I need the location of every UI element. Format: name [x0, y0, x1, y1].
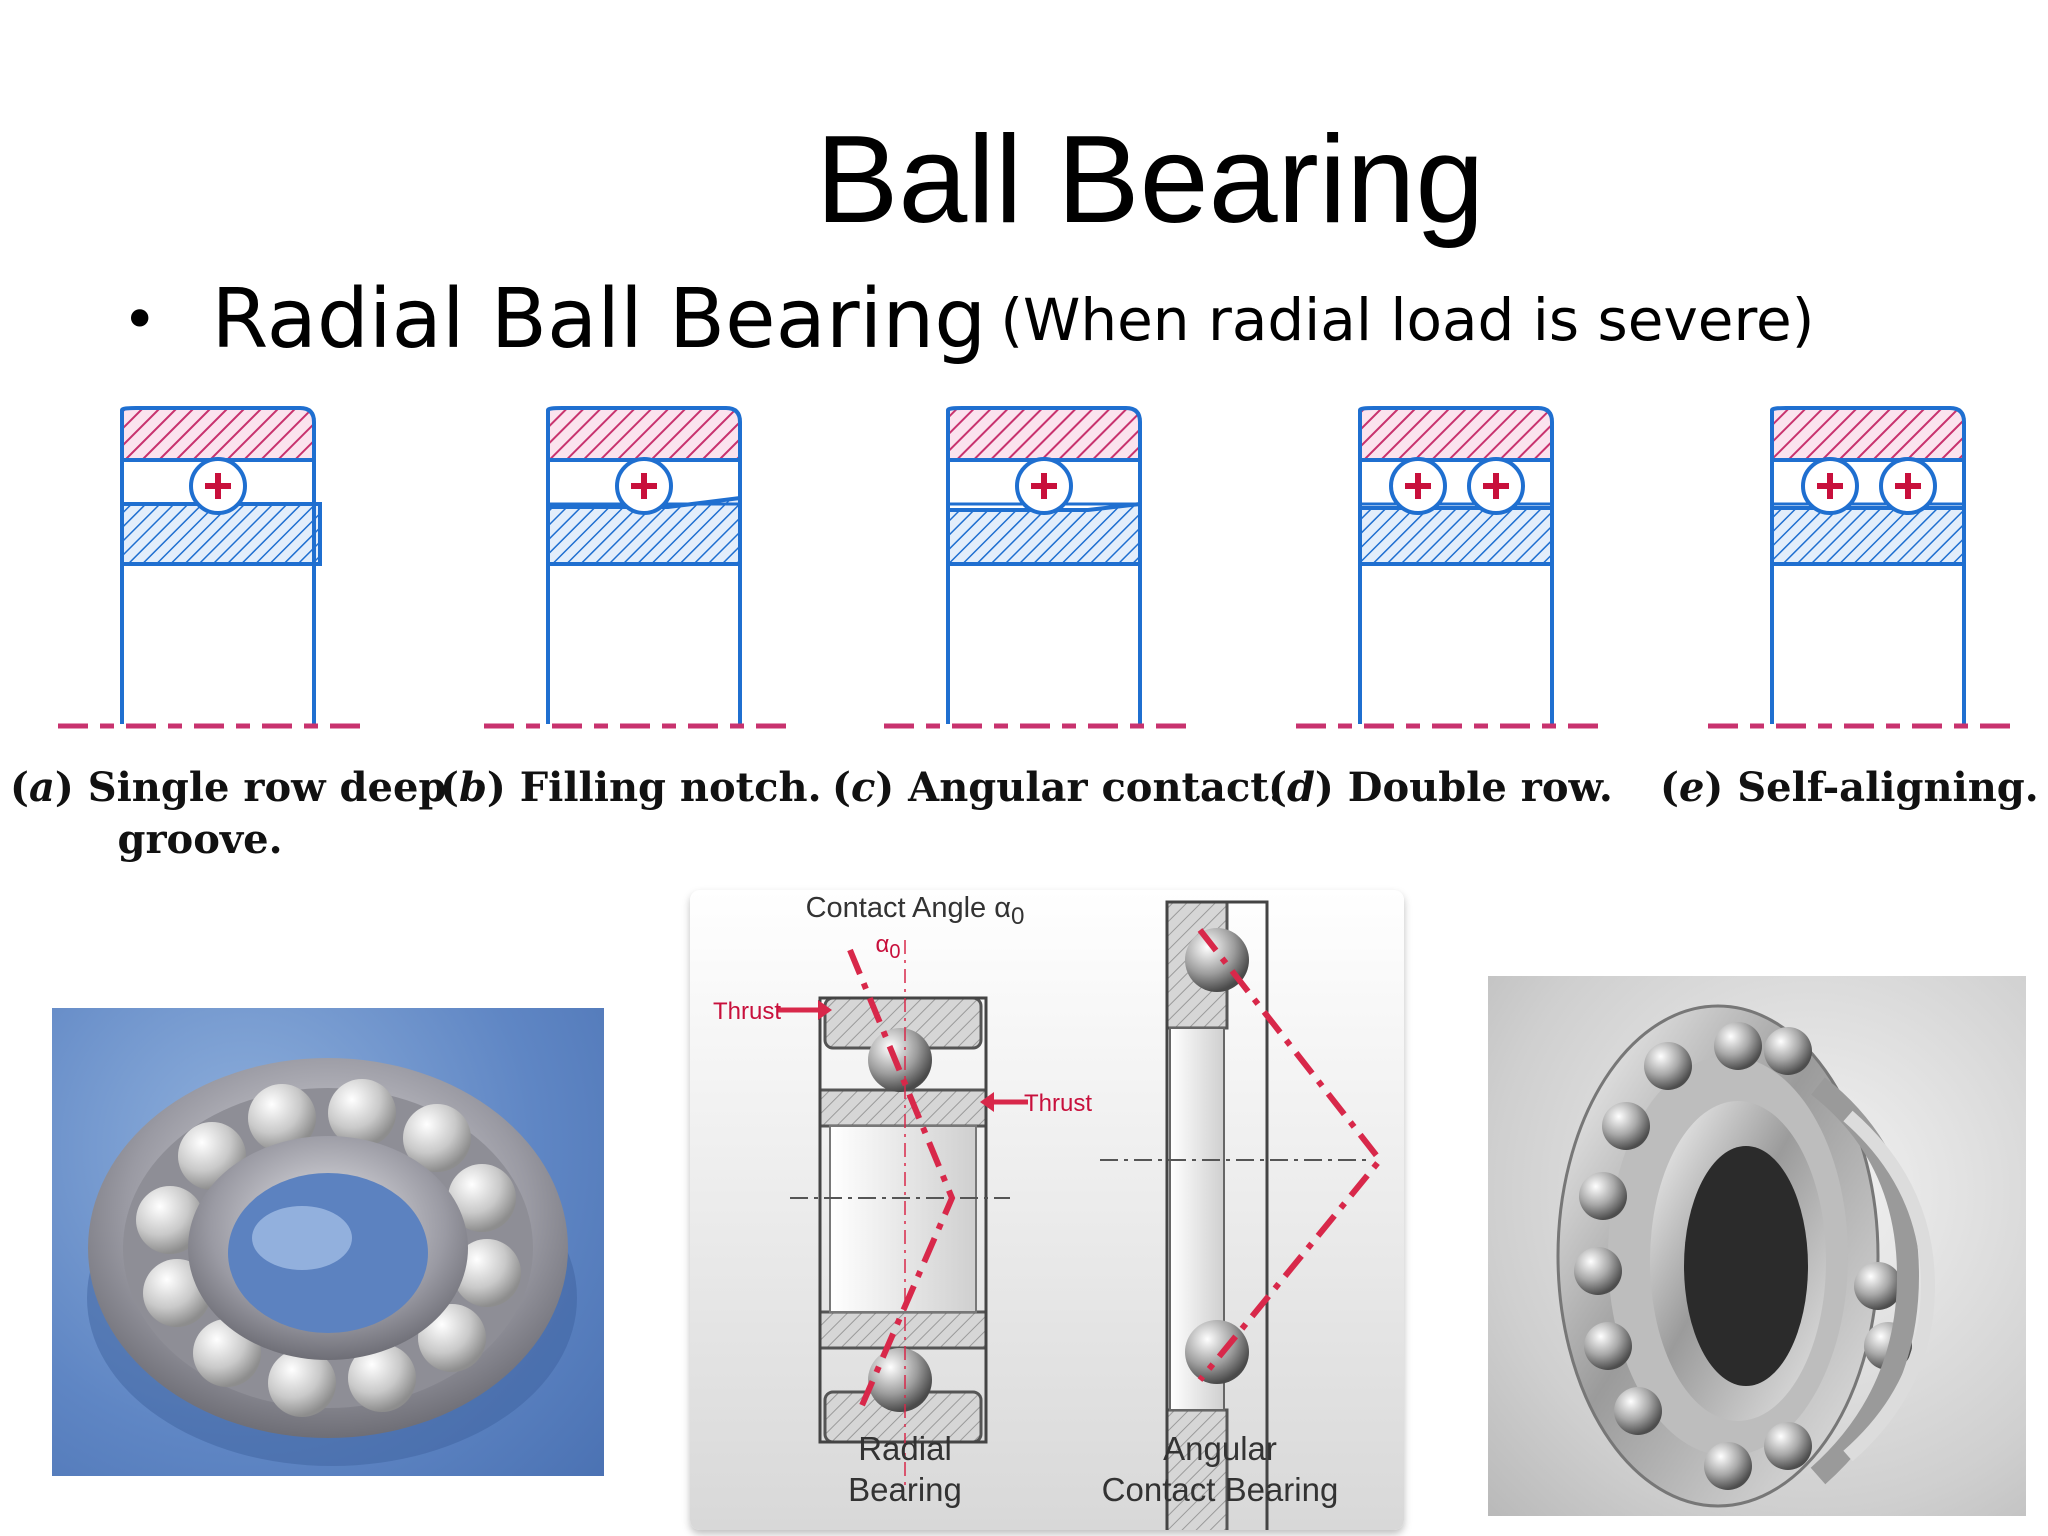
bullet-dot-icon: •	[122, 284, 158, 355]
contact-angle-panel: Contact Angle α0 α0 Thrust Thrust Radial…	[690, 890, 1404, 1530]
bullet-note-text: (When radial load is severe)	[1000, 285, 1815, 354]
thrust-label-right: Thrust	[1023, 1090, 1092, 1117]
bearing-types-diagram	[58, 406, 2014, 729]
bearing-filling-notch-outer-ring	[546, 406, 742, 462]
bearing-double-row-inner-ring	[1358, 506, 1554, 566]
bearing-self-aligning-inner-ring	[1770, 506, 1966, 566]
slide-title: Ball Bearing	[815, 111, 1485, 249]
bearing-single-row-outer-ring	[120, 406, 316, 462]
caption-angular-contact: (c) Angular contact.	[832, 764, 1283, 811]
bullet-main-text: Radial Ball Bearing	[211, 272, 987, 367]
caption-self-aligning: (e) Self-aligning.	[1660, 764, 2039, 811]
bullet-item: • Radial Ball Bearing(When radial load is…	[122, 272, 1814, 367]
caption-filling-notch: (b) Filling notch.	[440, 764, 822, 811]
bearing-self-aligning-outer-ring	[1770, 406, 1966, 462]
bearing-photo-blue	[52, 1008, 604, 1476]
alpha-label: α0	[875, 931, 901, 963]
bearing-photo-cutaway	[1488, 976, 2026, 1516]
bearing-double-row-outer-ring	[1358, 406, 1554, 462]
contact-angle-title: Contact Angle α0	[805, 892, 1025, 930]
caption-double-row: (d) Double row.	[1268, 764, 1613, 811]
thrust-label-left: Thrust	[712, 998, 781, 1025]
bearing-angular-contact-outer-ring	[946, 406, 1142, 462]
